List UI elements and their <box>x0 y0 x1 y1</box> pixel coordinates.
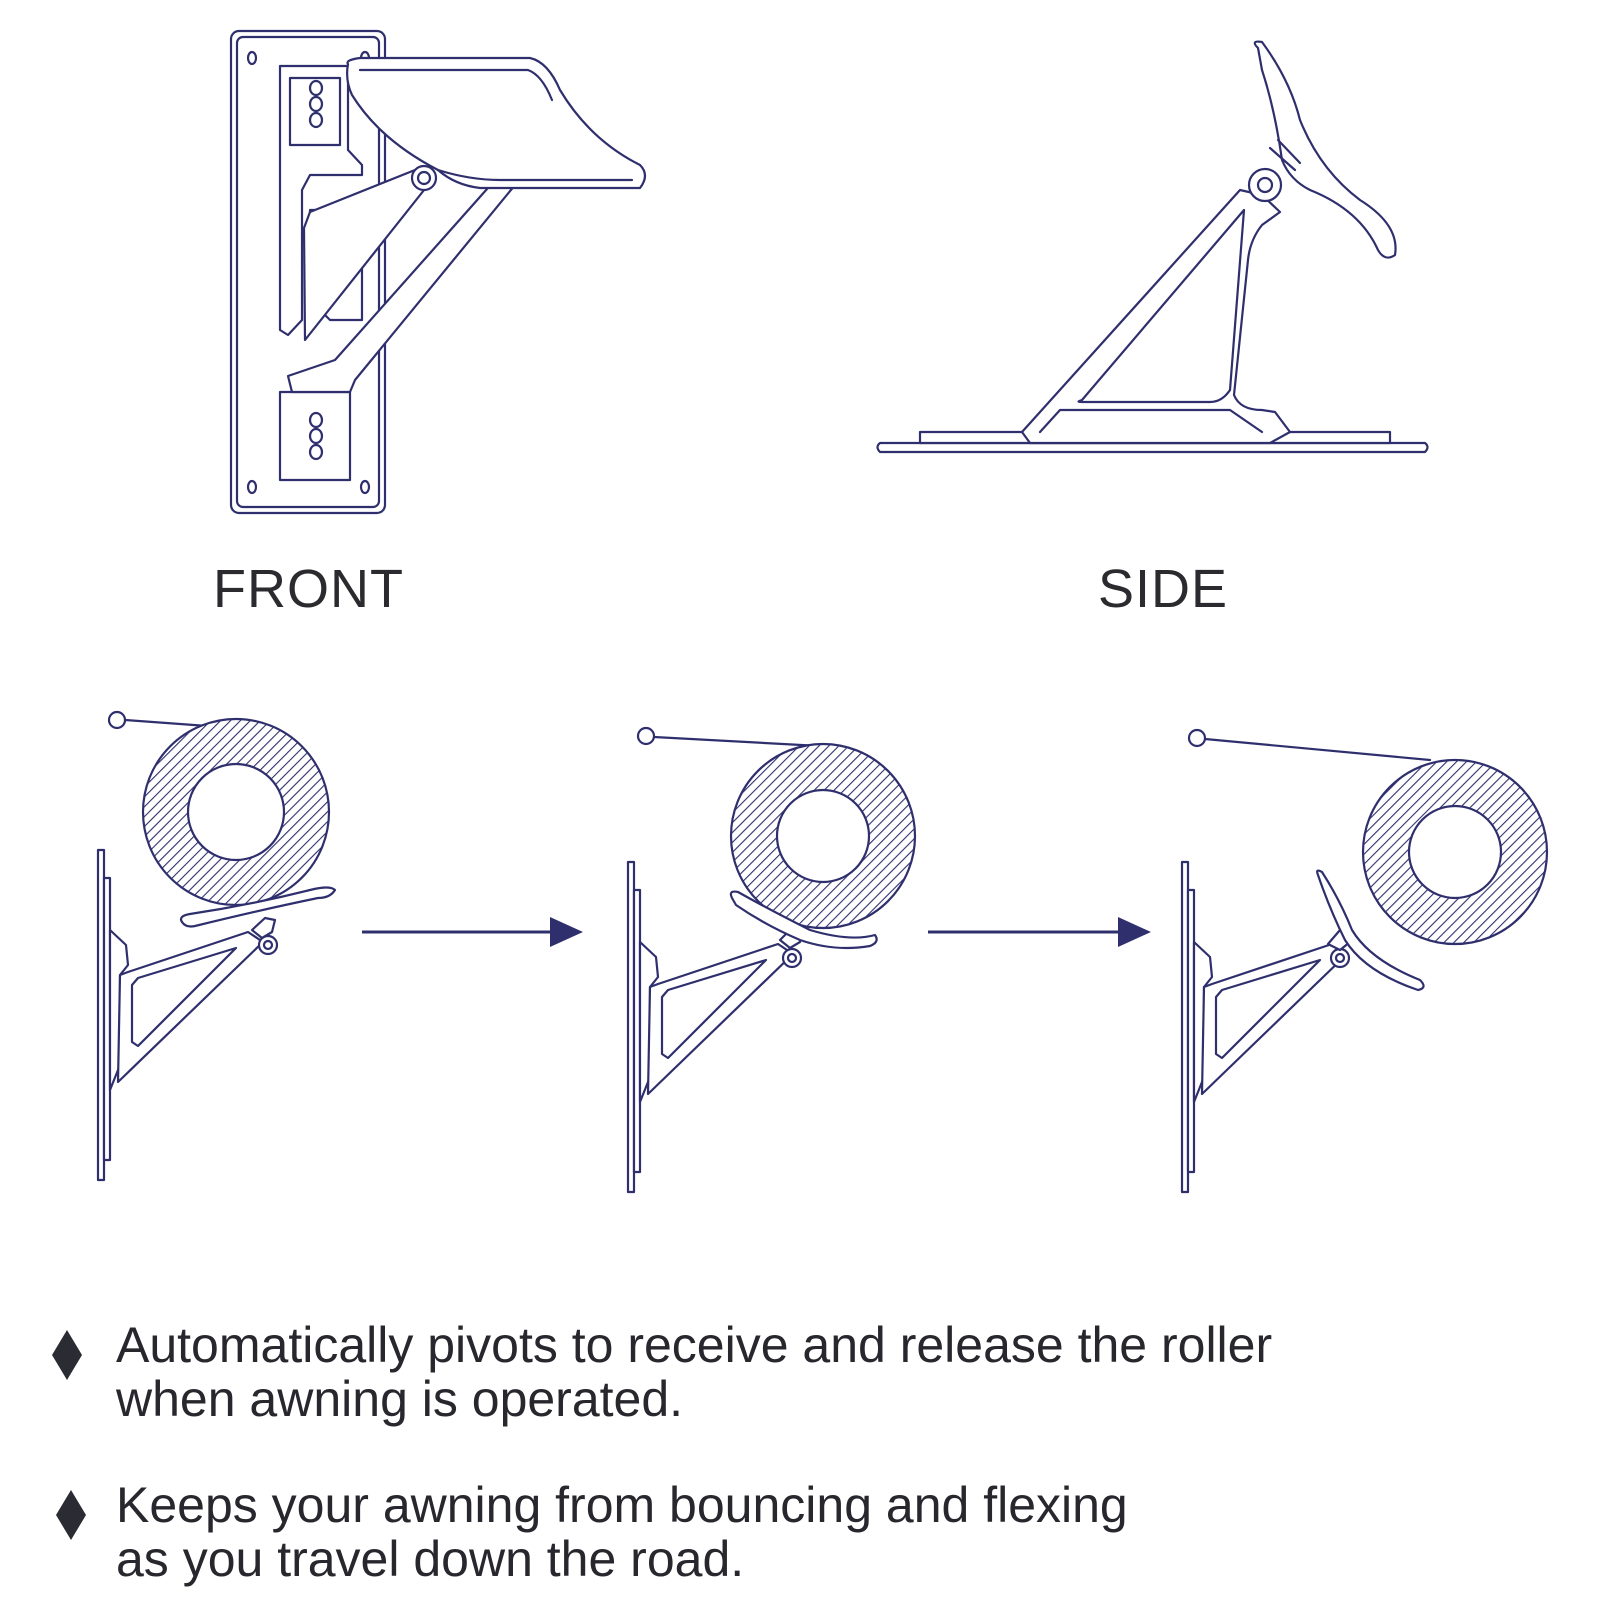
feature-text: Keeps your awning from bouncing and flex… <box>116 1478 1128 1586</box>
feature-text-line: when awning is operated. <box>116 1371 684 1427</box>
front-view-label: FRONT <box>213 559 404 619</box>
sequence-step-3 <box>1180 728 1549 1194</box>
side-view-drawing <box>876 40 1429 454</box>
side-view-label: SIDE <box>1098 559 1229 619</box>
feature-text-line: as you travel down the road. <box>116 1531 745 1587</box>
diamond-bullet-icon <box>52 1330 82 1380</box>
sequence-step-1 <box>96 710 337 1182</box>
sequence-step-2 <box>626 726 917 1194</box>
feature-text-line: Automatically pivots to receive and rele… <box>116 1317 1273 1373</box>
feature-text: Automatically pivots to receive and rele… <box>116 1318 1272 1426</box>
feature-text-line: Keeps your awning from bouncing and flex… <box>116 1477 1128 1533</box>
front-view-drawing <box>229 29 647 515</box>
diamond-bullet-icon <box>56 1490 86 1540</box>
